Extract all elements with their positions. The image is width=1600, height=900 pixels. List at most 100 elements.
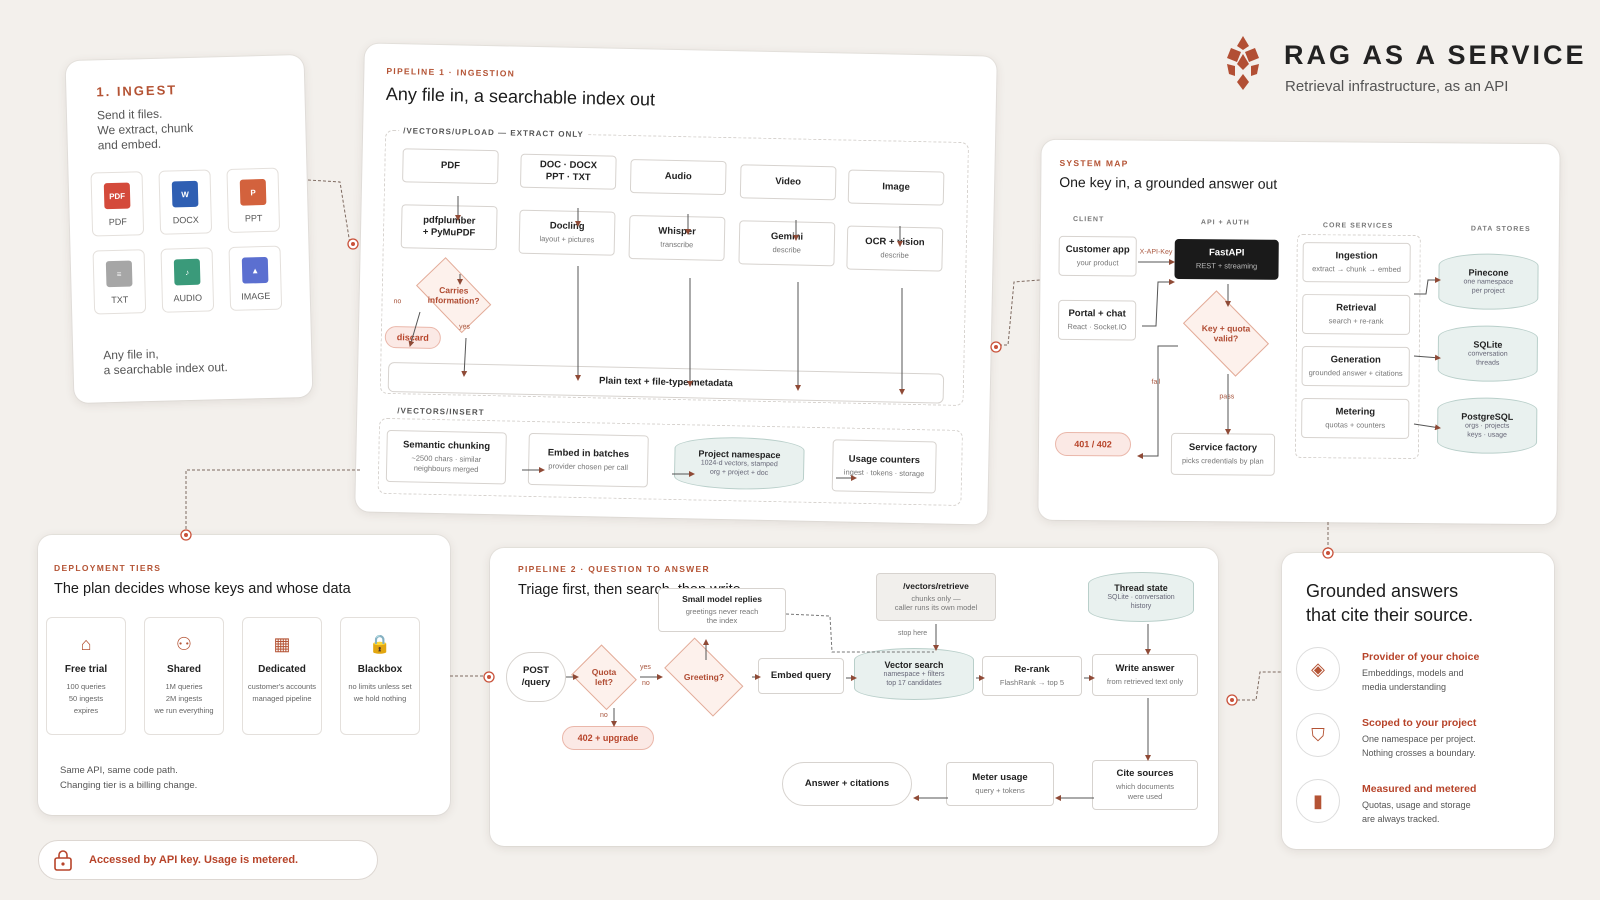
p2-quota-left: Quota left? bbox=[570, 648, 638, 706]
file-txt-icon: ≡ bbox=[105, 260, 133, 288]
p2-stop-label: stop here bbox=[898, 630, 928, 637]
feature-desc: One namespace per project. Nothing cross… bbox=[1362, 734, 1476, 758]
brand-title: RAG AS A SERVICE bbox=[1284, 40, 1587, 70]
file-docx-icon: W bbox=[171, 180, 199, 208]
p1-insert-sub: 1024-d vectors, stamped org + project + … bbox=[700, 459, 778, 477]
p1-source-label: PDF bbox=[440, 160, 461, 172]
pipeline-2-card: PIPELINE 2 · QUESTION TO ANSWER Triage f… bbox=[490, 548, 1218, 846]
p1-insert-name: Semantic chunking bbox=[402, 439, 491, 453]
p1-insert-label: /VECTORS/INSERT bbox=[393, 406, 489, 418]
file-tile-label: AUDIO bbox=[173, 292, 203, 304]
p1-extractor-name: OCR + vision bbox=[865, 236, 925, 249]
p2-no2-label: no bbox=[600, 712, 608, 719]
banner-text: Accessed by API key. Usage is metered. bbox=[89, 854, 299, 866]
map-key-quota-check: Key + quota valid? bbox=[1174, 301, 1279, 366]
p1-insert-name: Usage counters bbox=[848, 453, 921, 467]
map-service-sub: search + re-rank bbox=[1328, 316, 1384, 326]
tier-desc: customer's accounts managed pipeline bbox=[247, 682, 317, 703]
tier-name: Shared bbox=[167, 664, 201, 675]
api-key-banner: Accessed by API key. Usage is metered. bbox=[38, 840, 378, 880]
brand-subtitle: Retrieval infrastructure, as an API bbox=[1285, 78, 1509, 95]
tiers-foot-2: Changing tier is a billing change. bbox=[60, 780, 198, 791]
p1-insert-0: Semantic chunking~2500 chars · similar n… bbox=[385, 429, 507, 485]
file-tile-label: IMAGE bbox=[241, 290, 271, 302]
ingest-line-2: We extract, chunk bbox=[97, 120, 194, 138]
feature-heading: Measured and metered bbox=[1362, 783, 1477, 795]
p1-extractor-sub: layout + pictures bbox=[539, 234, 595, 245]
tier-name: Dedicated bbox=[258, 664, 306, 675]
file-pdf-icon: PDF bbox=[103, 182, 131, 210]
p1-eyebrow: PIPELINE 1 · INGESTION bbox=[386, 65, 516, 79]
p2-answer-citations: Answer + citations bbox=[782, 762, 912, 806]
p1-insert-sub: provider chosen per call bbox=[548, 461, 629, 473]
tier-0-icon: ⌂ bbox=[80, 634, 92, 654]
file-tile-label: PPT bbox=[244, 213, 263, 224]
tier-1-icon: ⚇ bbox=[175, 634, 193, 654]
tier-dedicated[interactable]: ▦ Dedicated customer's accounts managed pi… bbox=[242, 617, 322, 735]
p1-yes-label: yes bbox=[458, 323, 471, 331]
map-store-sub: one namespace per project bbox=[1463, 278, 1514, 295]
brand-logo-icon bbox=[1222, 34, 1264, 92]
file-tile-label: DOCX bbox=[172, 214, 199, 226]
ingest-line-1: Send it files. bbox=[96, 106, 163, 123]
p2-upgrade: 402 + upgrade bbox=[562, 726, 654, 750]
p1-extractor-name: Whisper bbox=[658, 225, 696, 238]
tiers-foot-1: Same API, same code path. bbox=[60, 765, 178, 776]
p1-discard: discard bbox=[384, 325, 442, 350]
tier-desc: 1M queries 2M ingests we run everything bbox=[154, 682, 214, 715]
p1-extractor-sub: describe bbox=[772, 245, 802, 255]
map-store-sub: orgs · projects keys · usage bbox=[1464, 422, 1510, 439]
file-ppt-icon: P bbox=[239, 178, 267, 206]
tiers-title: The plan decides whose keys and whose da… bbox=[54, 581, 351, 597]
p1-extractor-sub: describe bbox=[880, 250, 909, 260]
map-col-stores: DATA STORES bbox=[1470, 225, 1531, 234]
feature-desc: Embeddings, models and media understandi… bbox=[1362, 668, 1464, 692]
pipeline-1-card: PIPELINE 1 · INGESTION Any file in, a se… bbox=[355, 43, 997, 525]
map-store-name: Pinecone bbox=[1468, 267, 1509, 278]
p2-post-query: POST /query bbox=[506, 652, 566, 702]
file-tile-txt: ≡TXT bbox=[92, 249, 147, 315]
map-col-core: CORE SERVICES bbox=[1322, 222, 1394, 230]
file-tile-ppt: P PPT bbox=[226, 167, 281, 233]
p1-source-2: Audio bbox=[629, 159, 727, 196]
map-apikey-label: X-API-Key bbox=[1139, 248, 1173, 256]
feature-2-icon: ▮ bbox=[1296, 779, 1340, 823]
tier-2-icon: ▦ bbox=[273, 634, 291, 654]
ingest-line-3: and embed. bbox=[97, 136, 162, 153]
file-image-icon: ▲ bbox=[241, 256, 269, 284]
p1-extractor-sub: transcribe bbox=[660, 239, 694, 250]
tier-shared[interactable]: ⚇ Shared 1M queries 2M ingests we run ever… bbox=[144, 617, 224, 735]
p1-extractor-0: pdfplumber + PyMuPDF bbox=[400, 204, 498, 251]
map-pass-label: pass bbox=[1219, 393, 1235, 401]
map-store-sub: conversation threads bbox=[1467, 350, 1508, 367]
p1-no-label: no bbox=[393, 298, 402, 306]
p1-source-label: Audio bbox=[664, 170, 692, 183]
p1-decision-carries: Carries information? bbox=[407, 266, 500, 324]
map-fail-label: fail bbox=[1151, 378, 1161, 386]
map-service-name: Generation bbox=[1330, 354, 1381, 366]
map-title: One key in, a grounded answer out bbox=[1059, 173, 1278, 192]
file-audio-icon: ♪ bbox=[173, 258, 201, 286]
feature-0-icon: ◈ bbox=[1296, 647, 1340, 691]
